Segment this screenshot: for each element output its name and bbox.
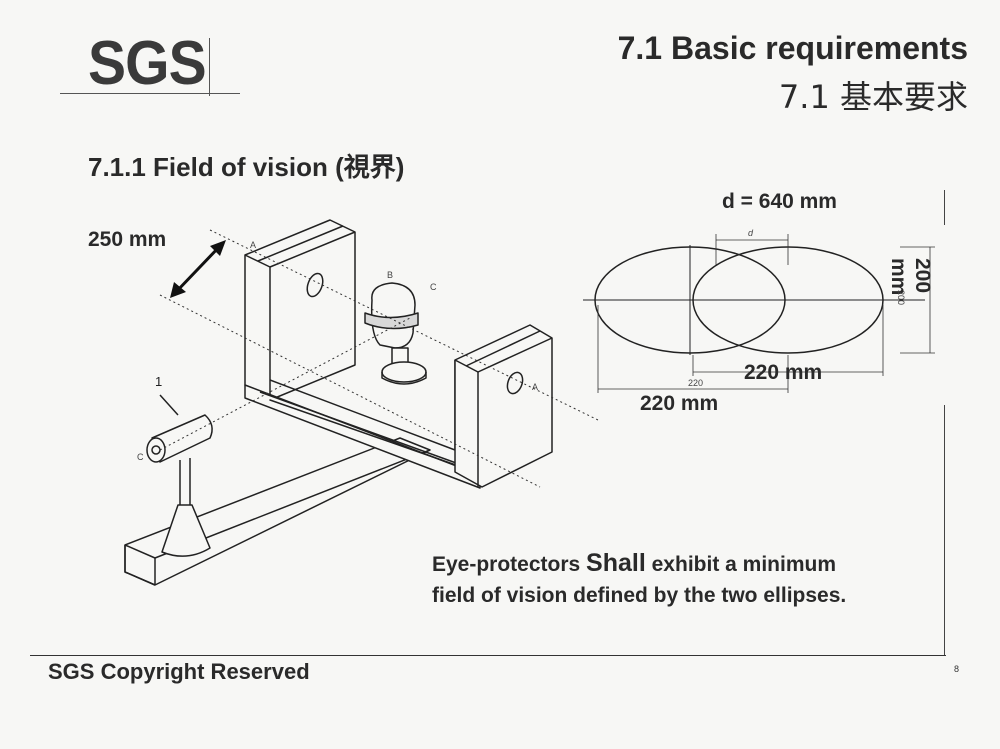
page-number: 8 [954,664,960,674]
page-title: 7.1 Basic requirements [617,30,968,66]
part-1-label: 1 [155,374,163,389]
label-c-head: C [430,282,437,292]
ellipse-d-small-label: d [748,228,754,238]
label-a-right: A [532,382,539,392]
label-a-left: A [250,240,257,250]
page-title-chinese: 7.1 基本要求 [778,78,968,116]
requirement-text-start: Eye-protectors [432,553,587,576]
logo-divider [209,38,210,96]
ellipse-200-small-label: 200 [896,290,906,306]
label-b: B [387,270,394,280]
requirement-text-end: exhibit a minimum [645,553,836,576]
footer-divider [30,655,946,656]
logo-underline [60,93,240,94]
sgs-logo: SGS [88,29,207,98]
dimension-250-label: 250 mm [88,228,167,251]
requirement-shall: Shall [586,549,646,577]
section-heading: 7.1.1 Field of vision (視界) [88,152,405,182]
ellipse-outer-width-label: 220 mm [640,392,719,415]
right-margin-rule-top [944,190,945,225]
requirement-text: Eye-protectors Shall exhibit a minimum f… [432,548,952,611]
ellipse-220-small-label: 220 [688,378,704,388]
requirement-text-line2: field of vision defined by the two ellip… [432,584,847,607]
copyright-notice: SGS Copyright Reserved [48,659,310,684]
ellipse-inner-width-label: 220 mm [744,361,823,384]
ellipse-distance-label: d = 640 mm [722,190,837,213]
right-margin-rule [944,405,945,655]
ellipse-height-label: 200 mm [887,258,934,296]
label-c-lamp: C [137,452,144,462]
